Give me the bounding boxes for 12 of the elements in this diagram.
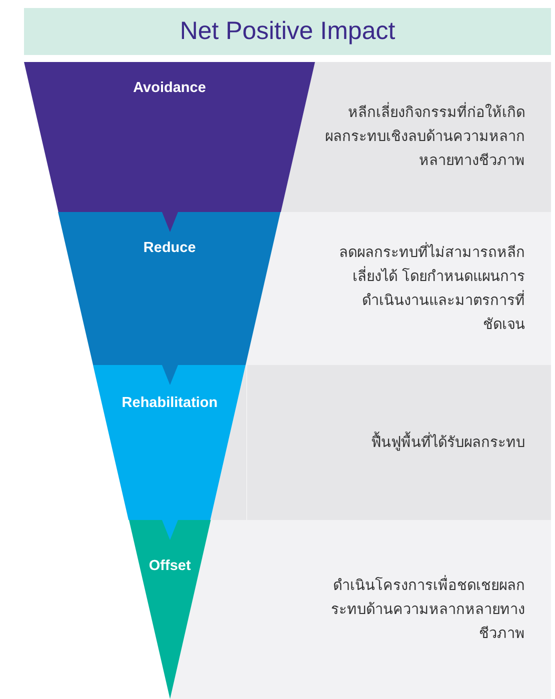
- description-text: ฟื้นฟูพื้นที่ได้รับผลกระทบ: [325, 430, 525, 454]
- description-text: หลีกเลี่ยงกิจกรรมที่ก่อให้เกิดผลกระทบเชิงลบด้านความหลากหลายทางชีวภาพ: [325, 101, 525, 173]
- notch-arrow: [162, 365, 178, 385]
- description-text: ลดผลกระทบที่ไม่สามารถหลีกเลี่ยงได้ โดยกำหนดแผนการดำเนินงานและมาตรการที่ชัดเจน: [325, 240, 525, 336]
- notch-arrow: [162, 212, 178, 232]
- stage-label: Offset: [148, 558, 192, 574]
- stage-label: Avoidance: [132, 80, 207, 96]
- stage-label: Reduce: [142, 240, 197, 256]
- description-text: ดำเนินโครงการเพื่อชดเชยผลกระทบด้านความหลากหลายทางชีวภาพ: [325, 574, 525, 646]
- diagram-title: Net Positive Impact: [180, 17, 396, 46]
- stage-label: Rehabilitation: [120, 395, 219, 411]
- notch-arrow: [162, 520, 178, 540]
